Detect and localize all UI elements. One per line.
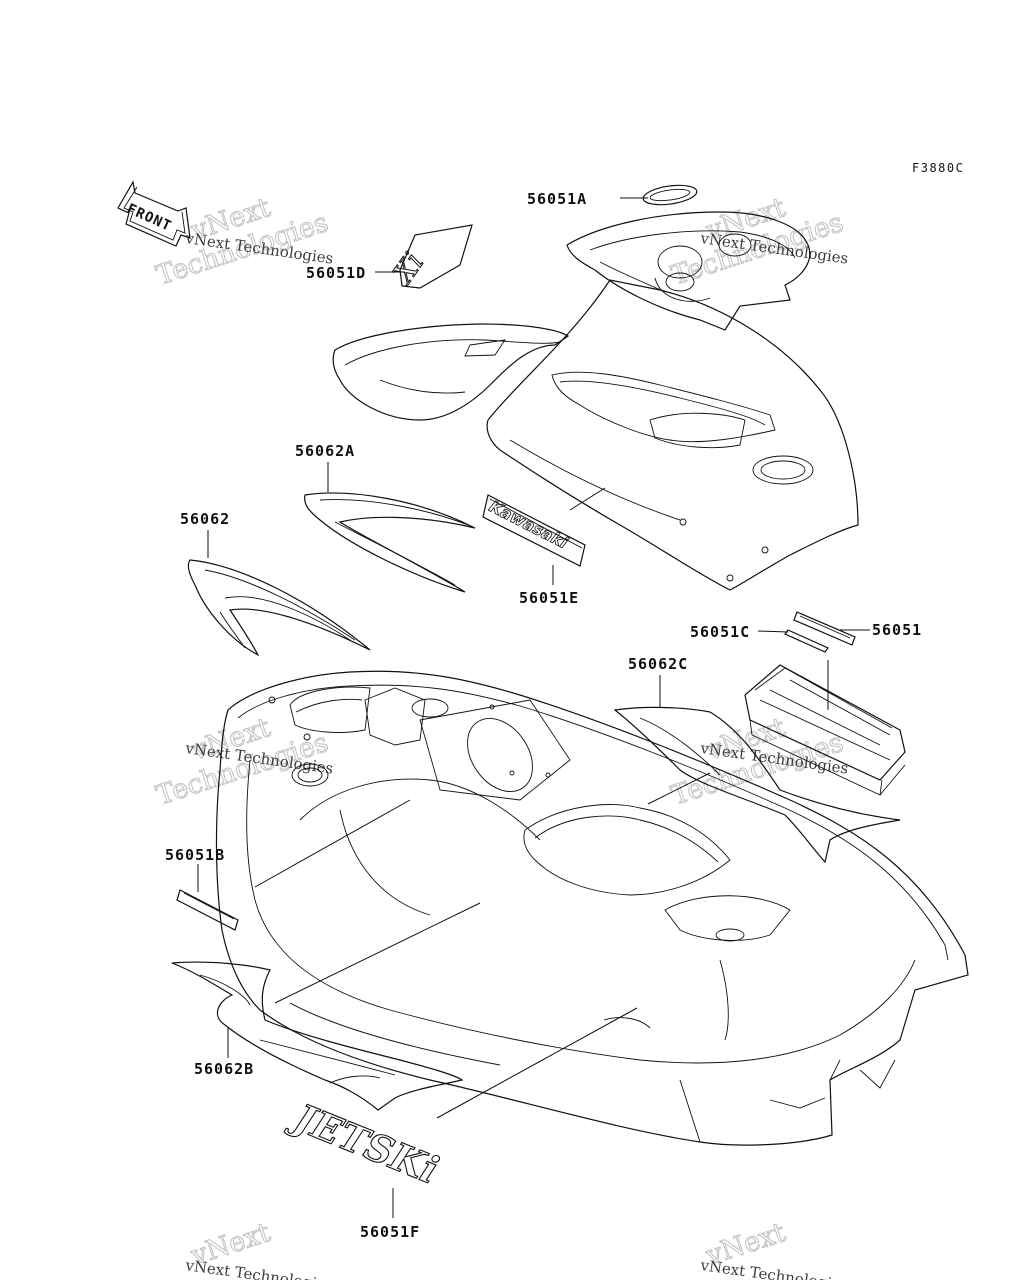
svg-text:vNext Technologies: vNext Technologies (183, 1256, 334, 1280)
figure-code: F3880C (912, 161, 964, 175)
label-56051b: 56051B (165, 846, 225, 864)
decal-56062c: 56062C (613, 655, 901, 864)
seat (332, 323, 570, 421)
label-56051a: 56051A (527, 190, 587, 208)
label-56062b: 56062B (194, 1060, 254, 1078)
label-56062c: 56062C (628, 655, 688, 673)
label-56051: 56051 (872, 621, 922, 639)
front-hood (486, 279, 859, 591)
decal-56051: 56051 (793, 611, 922, 646)
label-56051e: 56051E (519, 589, 579, 607)
label-56062a: 56062A (295, 442, 355, 460)
label-56051f: 56051F (360, 1223, 420, 1241)
decal-56062b: 56062B (171, 961, 464, 1111)
svg-text:vNext Technologies: vNext Technologies (698, 1256, 849, 1280)
decal-56051f: JETSKi 56051F (283, 1092, 446, 1241)
decal-56062: 56062 (180, 510, 371, 657)
label-56051d: 56051D (306, 264, 366, 282)
label-56051c: 56051C (690, 623, 750, 641)
storage-box (744, 660, 906, 796)
decal-56051d-text: Xi (386, 246, 431, 290)
decal-56051a: 56051A (527, 184, 698, 208)
watermark: vNext Technologies vNext Technologies vN… (152, 192, 849, 1280)
label-56062: 56062 (180, 510, 230, 528)
decal-56051f-text: JETSKi (283, 1092, 445, 1192)
decal-56051b: 56051B (165, 846, 239, 931)
front-arrow-icon: FRONT (117, 180, 191, 247)
decal-56062a: 56062A (295, 442, 476, 593)
steering-cover (566, 211, 811, 331)
hull (215, 670, 969, 1146)
decal-56051c: 56051C (690, 623, 829, 653)
